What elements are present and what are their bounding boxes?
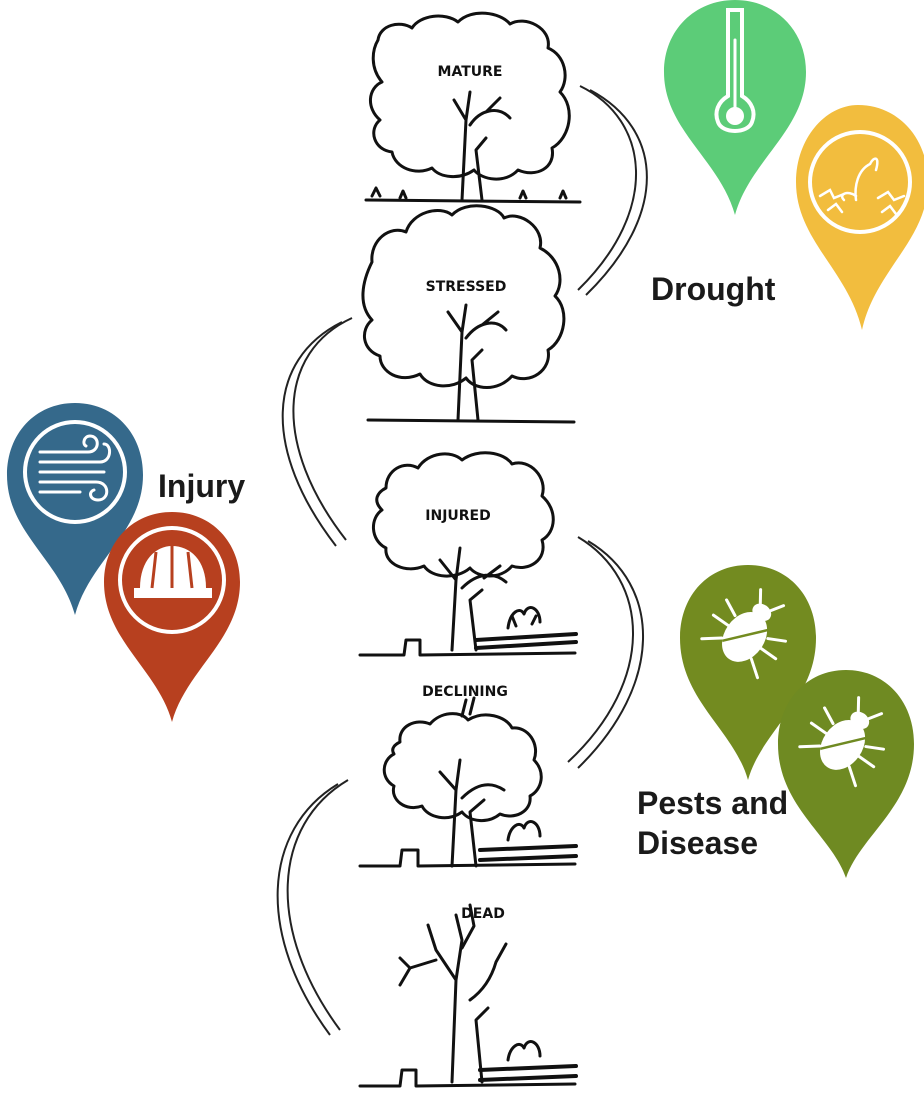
hard-hat-pin bbox=[104, 512, 240, 722]
stage-label-injured: INJURED bbox=[425, 508, 490, 524]
tree-declining: DECLINING bbox=[358, 684, 578, 868]
category-label-pests-line1: Pests and bbox=[637, 785, 789, 821]
beetle-pin-2 bbox=[778, 670, 914, 878]
beetle-pin-1 bbox=[680, 565, 816, 780]
category-label-injury: Injury bbox=[158, 468, 246, 504]
tree-dead: DEAD bbox=[358, 903, 578, 1088]
thermometer-pin bbox=[664, 0, 806, 215]
wilting-plant-pin bbox=[796, 105, 924, 330]
wilting-plant-dry-soil-icon bbox=[818, 157, 906, 216]
stage-label-declining: DECLINING bbox=[422, 684, 508, 700]
stage-label-dead: DEAD bbox=[461, 906, 505, 922]
wind-icon bbox=[38, 434, 111, 502]
hard-hat-icon bbox=[134, 546, 212, 598]
tree-mature: MATURE bbox=[364, 11, 582, 204]
category-label-pests-line2: Disease bbox=[637, 825, 758, 861]
stage-label-stressed: STRESSED bbox=[426, 279, 507, 295]
tree-stressed: STRESSED bbox=[361, 204, 576, 424]
curved-connector bbox=[276, 85, 648, 1036]
wind-pin bbox=[7, 403, 143, 615]
category-label-pests-and-disease: Pests and Disease bbox=[637, 783, 788, 863]
thermometer-icon bbox=[714, 8, 756, 133]
tree-injured: INJURED bbox=[358, 451, 578, 657]
stage-label-mature: MATURE bbox=[438, 64, 503, 80]
category-label-drought: Drought bbox=[651, 271, 776, 307]
